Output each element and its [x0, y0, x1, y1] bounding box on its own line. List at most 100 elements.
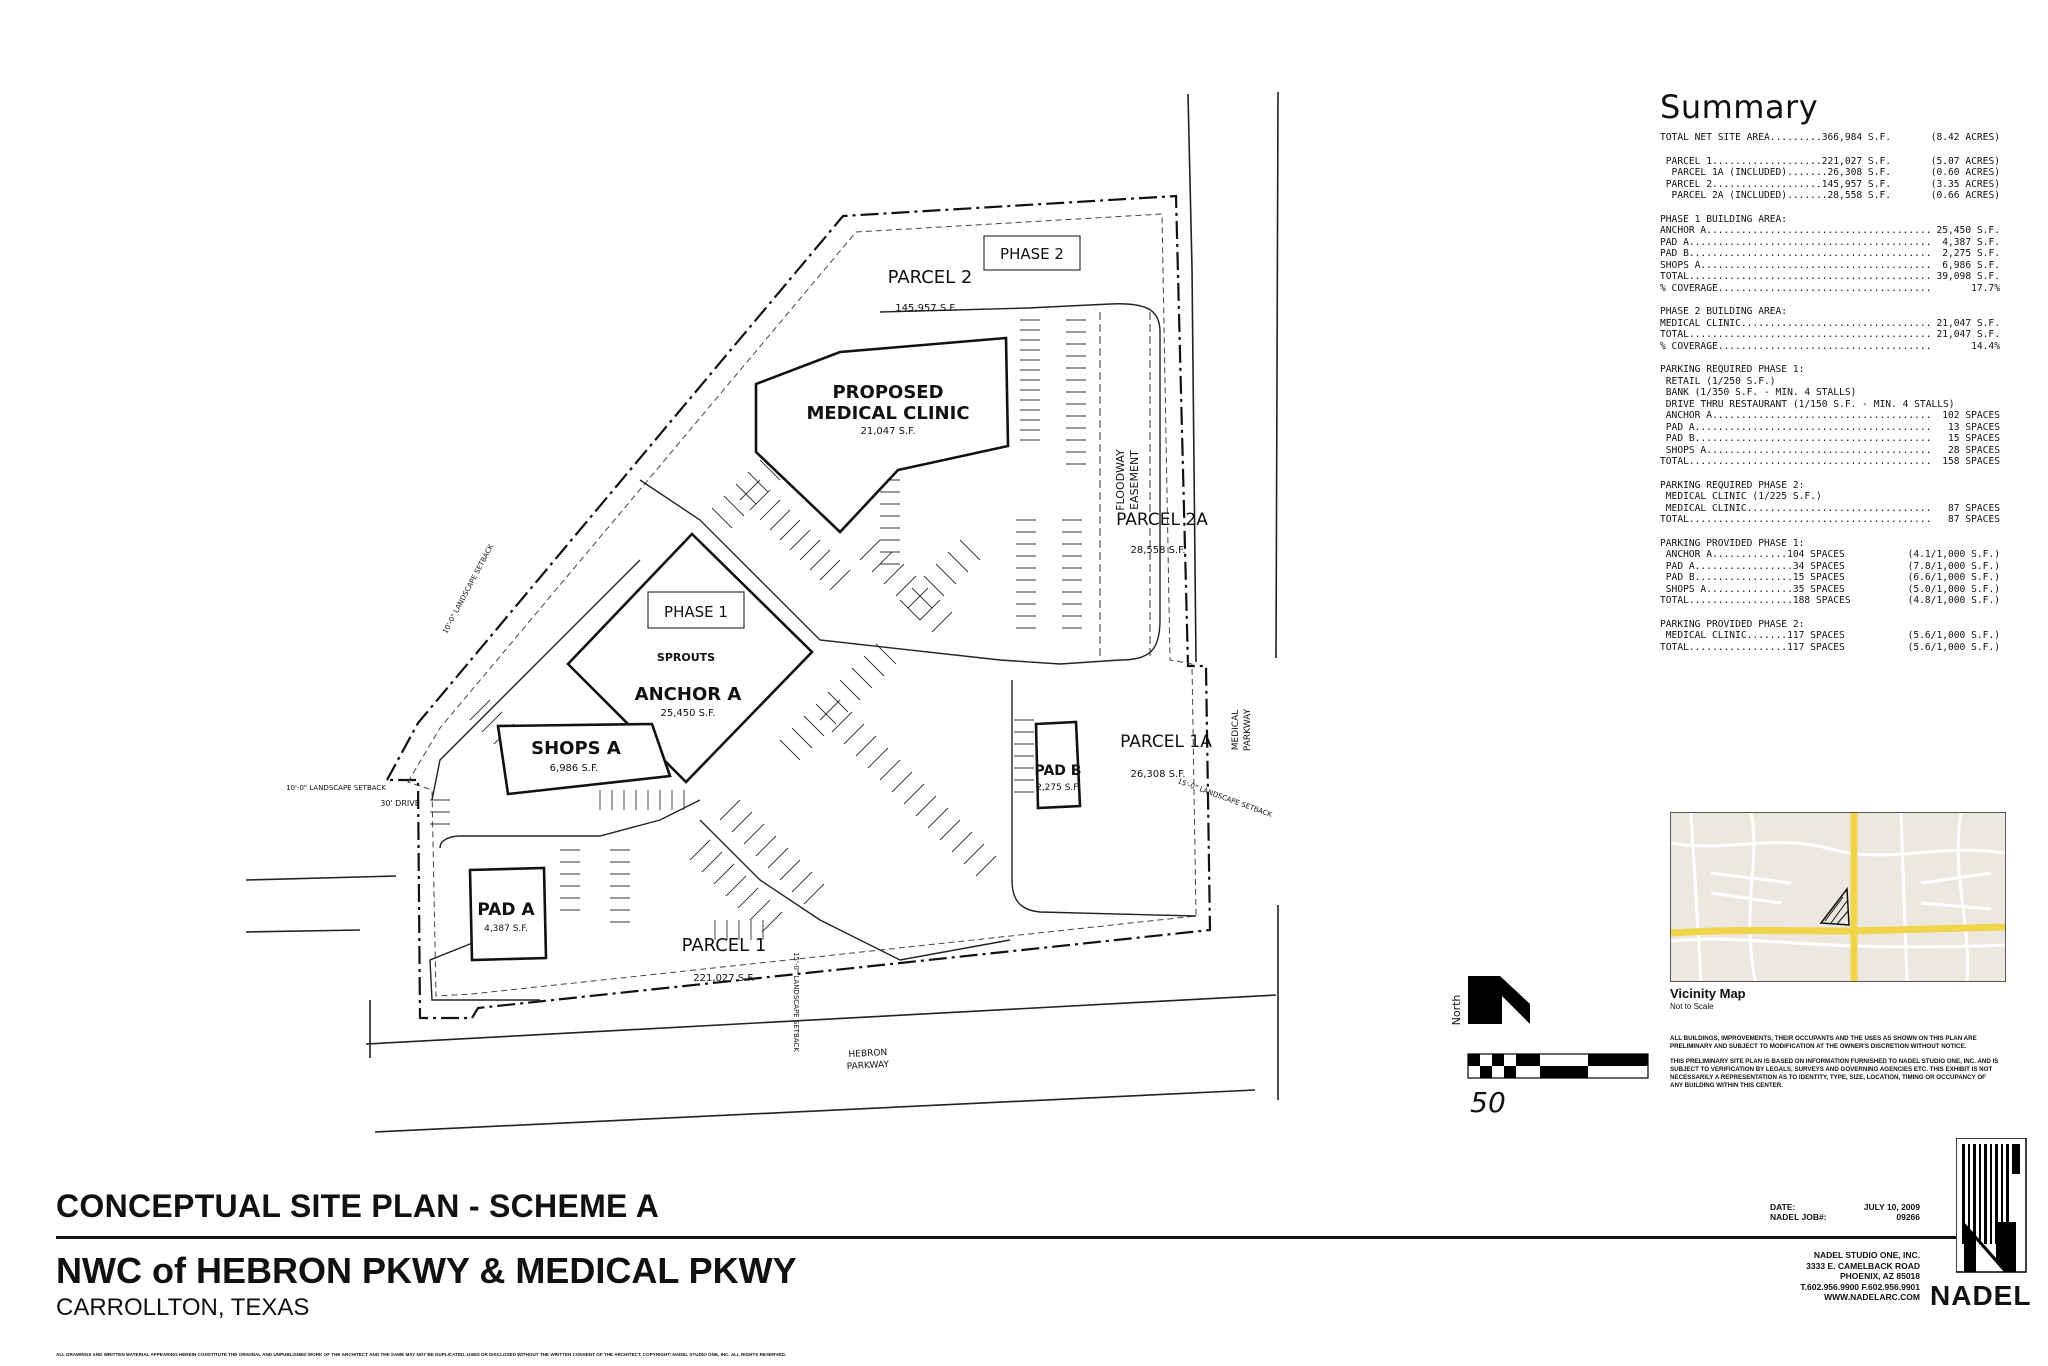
summary-line-value: 25,450 S.F. [1936, 225, 2000, 236]
pada-label: PAD A [477, 900, 535, 920]
summary-line-label: TOTAL...................................… [1660, 456, 1932, 467]
parcel2-area: 145,957 S.F. [895, 303, 956, 314]
summary-line: PARCEL 1...................221,027 S.F.(… [1660, 156, 2000, 168]
summary-line-value: 15 SPACES [1948, 433, 2000, 444]
medical-l1: MEDICAL [1231, 710, 1241, 751]
summary-line-label: PARCEL 1...................221,027 S.F. [1660, 155, 1892, 167]
summary-block-heading: PHASE 1 BUILDING AREA: [1660, 213, 1788, 225]
summary-line-label: TOTAL.................117 SPACES [1660, 641, 1845, 653]
summary-line-label: BANK (1/350 S.F. - MIN. 4 STALLS) [1660, 387, 1857, 398]
tenant-logo: SPROUTS [657, 651, 715, 664]
padb-label: PAD B [1035, 763, 1082, 779]
summary-title: Summary [1660, 88, 1819, 126]
setback-line [407, 213, 1197, 997]
buildings [468, 336, 1082, 962]
padb-area: 2,275 S.F. [1036, 783, 1080, 793]
summary-line-value: 39,098 S.F. [1936, 271, 2000, 282]
summary-line-label: TOTAL..................188 SPACES [1660, 595, 1851, 606]
north-arrow [1468, 976, 1530, 1024]
summary-line-value: 4,387 S.F. [1942, 236, 2000, 248]
summary-line-label: SHOPS A...............35 SPACES [1660, 583, 1845, 595]
floodway-easement [1099, 312, 1151, 660]
property-line [385, 194, 1212, 1020]
firm-phone: T.602.956.9900 F.602.956.9901 [1800, 1281, 1920, 1292]
shops-area: 6,986 S.F. [550, 763, 599, 774]
summary-line: TOTAL...................................… [1660, 514, 2000, 526]
date-value: JULY 10, 2009 [1863, 1202, 1920, 1212]
summary-line: ANCHOR A................................… [1660, 225, 2000, 237]
summary-line-label: ANCHOR A................................… [1660, 410, 1932, 421]
setback-d: 15'-0" LANDSCAPE SETBACK [1176, 777, 1273, 819]
summary-line-label: ANCHOR A.............104 SPACES [1660, 549, 1845, 560]
summary-line-label: TOTAL...................................… [1660, 271, 1932, 282]
drive-aisles [429, 303, 1197, 1001]
summary-line: MEDICAL CLINIC..........................… [1660, 318, 2000, 330]
phase1-label: PHASE 1 [664, 603, 728, 621]
summary-line-label: PARCEL 1A (INCLUDED).......26,308 S.F. [1660, 167, 1892, 178]
shops-label: SHOPS A [531, 738, 621, 759]
pada-area: 4,387 S.F. [484, 924, 528, 934]
summary-line: PARCEL 1A (INCLUDED).......26,308 S.F. (0… [1660, 167, 2000, 179]
parking-stalls [430, 319, 1086, 940]
firm-block: NADEL STUDIO ONE, INC. 3333 E. CAMELBACK… [1770, 1250, 1920, 1303]
summary-line: SHOPS A.................................… [1660, 445, 2000, 457]
shops-a-building [496, 722, 672, 796]
title-rule [56, 1236, 1982, 1239]
summary-line: PAD A.................34 SPACES(7.8/1,00… [1660, 561, 2000, 573]
setback-a: 10'-0" LANDSCAPE SETBACK [441, 543, 495, 635]
scale-label: 50 [1470, 1086, 1506, 1119]
summary-line: SHOPS A...............35 SPACES (5.0/1,00… [1660, 584, 2000, 596]
summary-line-label: SHOPS A.................................… [1660, 444, 1932, 456]
clinic-label-l1: PROPOSED [832, 382, 943, 403]
parcel1-label: PARCEL 1 [682, 935, 767, 956]
summary-block-heading: PARKING REQUIRED PHASE 1: [1660, 364, 1805, 375]
parcel1a-area: 26,308 S.F. [1130, 769, 1185, 780]
summary-line-label: ANCHOR A................................… [1660, 225, 1932, 236]
setback-b: 10'-0" LANDSCAPE SETBACK [286, 784, 386, 792]
parcel1-area: 221,027 S.F. [693, 973, 754, 984]
summary-line-value: (3.35 ACRES) [1930, 178, 2000, 190]
summary-line-value: (0.66 ACRES) [1930, 190, 2000, 201]
summary-block-heading: PHASE 2 BUILDING AREA: [1660, 306, 1788, 317]
summary-line: PARCEL 2...................145,957 S.F. (… [1660, 179, 2000, 191]
summary-block: PARKING REQUIRED PHASE 1: RETAIL (1/250 … [1660, 364, 2000, 468]
summary-line: PAD B.................15 SPACES(6.6/1,00… [1660, 572, 2000, 584]
summary-block-heading: PARKING PROVIDED PHASE 1: [1660, 537, 1805, 549]
date-label: DATE: [1770, 1202, 1796, 1212]
summary-line-value: 87 SPACES [1948, 502, 2000, 514]
summary-line: PAD B...................................… [1660, 248, 2000, 260]
summary-line: PARCEL 2A (INCLUDED).......28,558 S.F. (0… [1660, 190, 2000, 202]
anchor-a-building [566, 532, 814, 784]
summary-line-value: (5.6/1,000 S.F.) [1907, 630, 2000, 641]
summary-line: DRIVE THRU RESTAURANT (1/150 S.F. - MIN.… [1660, 399, 2000, 411]
firm-name: NADEL STUDIO ONE, INC. [1813, 1250, 1920, 1260]
summary-line-value: 17.7% [1971, 282, 2000, 294]
vicinity-map-graphic [1671, 813, 2005, 981]
summary-line-label: TOTAL...................................… [1660, 514, 1932, 525]
summary-line-value: (0.60 ACRES) [1930, 167, 2000, 178]
summary-line-value: (5.0/1,000 S.F.) [1907, 583, 2000, 595]
summary-line-label: MEDICAL CLINIC.......117 SPACES [1660, 630, 1845, 641]
summary-line: ANCHOR A................................… [1660, 410, 2000, 422]
parcel2a-label: PARCEL 2A [1116, 510, 1208, 530]
summary-line-value: 21,047 S.F. [1936, 317, 2000, 329]
disclaimer-2: THIS PRELIMINARY SITE PLAN IS BASED ON I… [1670, 1058, 1999, 1089]
summary-line-label: SHOPS A.................................… [1660, 259, 1932, 271]
summary-line: TOTAL NET SITE AREA.........366,984 S.F.… [1660, 132, 2000, 144]
summary-line: % COVERAGE..............................… [1660, 283, 2000, 295]
graphic-scale [1467, 1053, 1649, 1079]
anchor-area: 25,450 S.F. [660, 708, 715, 719]
summary-block-heading: PARKING PROVIDED PHASE 2: [1660, 618, 1805, 630]
summary-line-label: PARCEL 2...................145,957 S.F. [1660, 178, 1892, 190]
summary-line-label: PARCEL 2A (INCLUDED).......28,558 S.F. [1660, 190, 1892, 201]
summary-line-label: PAD B.................15 SPACES [1660, 572, 1845, 583]
summary-block: PHASE 1 BUILDING AREA:ANCHOR A..........… [1660, 214, 2000, 295]
summary-line-value: 158 SPACES [1942, 456, 2000, 467]
summary-line-label: % COVERAGE..............................… [1660, 340, 1932, 352]
summary-block: PARKING PROVIDED PHASE 2: MEDICAL CLINIC… [1660, 619, 2000, 654]
summary-line: RETAIL (1/250 S.F.) [1660, 376, 2000, 388]
summary-line-value: (4.8/1,000 S.F.) [1907, 595, 2000, 606]
hebron-l2: PARKWAY [847, 1060, 890, 1072]
summary-line-label: DRIVE THRU RESTAURANT (1/150 S.F. - MIN.… [1660, 398, 1955, 410]
